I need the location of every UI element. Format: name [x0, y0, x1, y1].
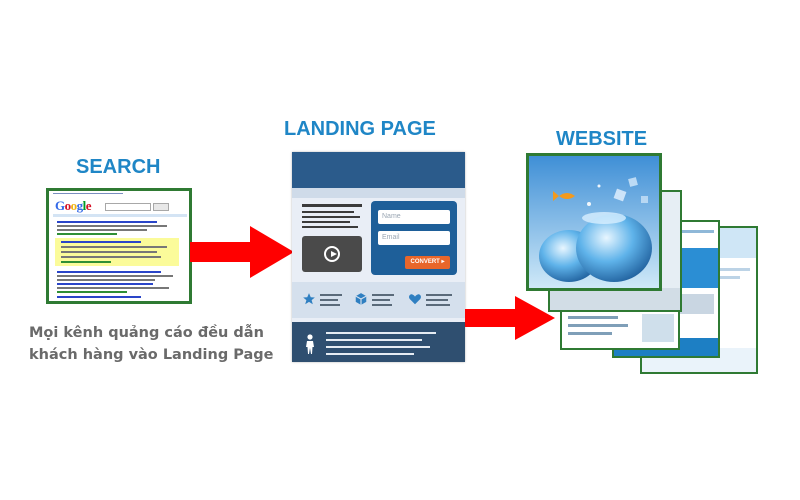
heart-icon [409, 294, 421, 305]
name-field: Name [378, 210, 450, 224]
caption: Mọi kênh quảng cáo đều dẫn khách hàng và… [29, 322, 289, 366]
arrow-right-icon [190, 226, 294, 278]
landing-page-mockup: Name Email CONVERT ▸ [292, 152, 465, 362]
website-title: WEBSITE [556, 128, 648, 150]
fish-bowl-image [529, 156, 659, 288]
search-results-thumbnail: Google [46, 188, 192, 304]
star-icon [303, 293, 315, 305]
cube-icon [355, 293, 367, 305]
person-icon [306, 334, 314, 354]
landing-header [292, 152, 465, 188]
email-field: Email [378, 231, 450, 245]
caption-line-1: Mọi kênh quảng cáo đều dẫn [29, 325, 264, 341]
caption-line-2: khách hàng vào Landing Page [29, 347, 274, 363]
play-icon [324, 246, 340, 262]
features-row [292, 282, 465, 318]
landing-footer [292, 322, 465, 362]
signup-form: Name Email CONVERT ▸ [371, 201, 457, 275]
convert-button: CONVERT ▸ [405, 256, 450, 269]
website-page-1 [526, 153, 662, 291]
google-logo: Google [55, 198, 92, 213]
arrow-right-icon [465, 296, 555, 340]
convert-label: CONVERT [410, 259, 440, 265]
landing-page-title: LANDING PAGE [284, 118, 436, 140]
landing-band [292, 188, 465, 198]
video-thumbnail [302, 236, 362, 272]
search-title: SEARCH [76, 156, 161, 178]
